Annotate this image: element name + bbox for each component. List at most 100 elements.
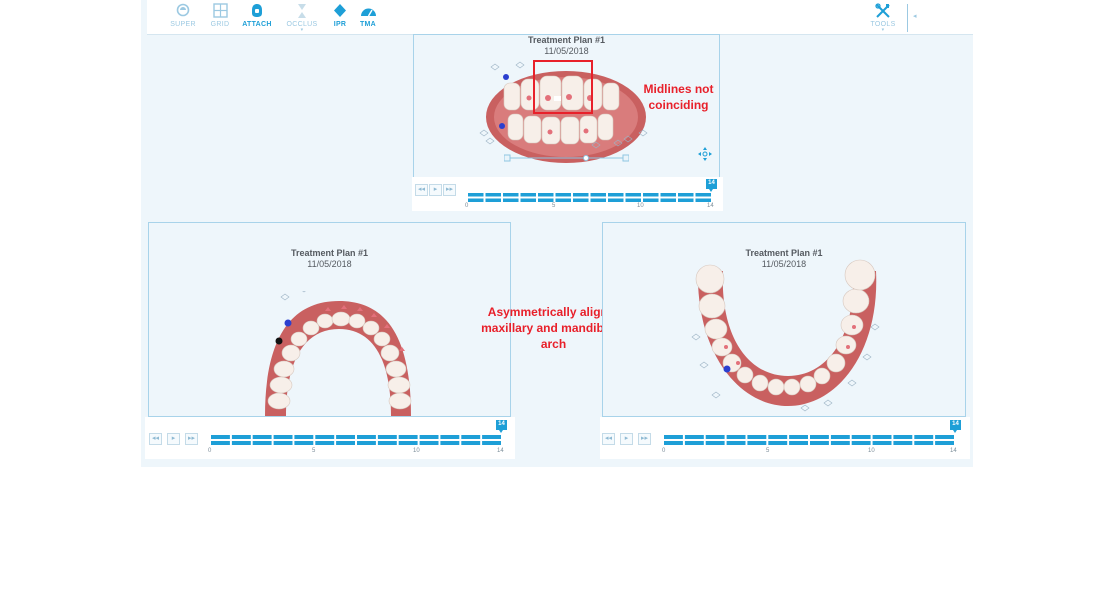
skip-back-icon[interactable]: ◂◂	[149, 433, 162, 445]
timeline-stage-segment[interactable]	[664, 435, 683, 439]
timeline-stage-segment[interactable]	[461, 441, 481, 445]
ipr-button[interactable]: IPR	[322, 3, 358, 28]
timeline-stage-segment[interactable]	[664, 441, 683, 445]
timeline-stage-segment[interactable]	[336, 435, 355, 439]
timeline-stage-segment[interactable]	[608, 193, 624, 197]
timeline-stage-segment[interactable]	[485, 193, 502, 197]
timeline-stage-segment[interactable]	[851, 435, 871, 439]
timeline-stage-segment[interactable]	[830, 441, 850, 445]
timeline-stage-segment[interactable]	[315, 441, 335, 445]
timeline-stage-segment[interactable]	[482, 441, 501, 445]
timeline-stage-segment[interactable]	[851, 441, 871, 445]
attach-button[interactable]: ATTACH	[239, 3, 275, 28]
timeline-stage-segment[interactable]	[503, 198, 519, 203]
timeline-stage-segment[interactable]	[747, 435, 767, 439]
timeline-stage-segment[interactable]	[398, 435, 418, 439]
timeline-stage-segment[interactable]	[440, 435, 460, 439]
timeline-stage-segment[interactable]	[935, 441, 954, 445]
timeline-stage-segment[interactable]	[211, 435, 230, 439]
timeline-stage-segment[interactable]	[893, 435, 913, 439]
timeline-stage-segment[interactable]	[660, 198, 677, 203]
timeline-stage-segment[interactable]	[747, 441, 767, 445]
timeline-stage-segment[interactable]	[555, 198, 572, 203]
tools-button[interactable]: TOOLS ▾	[865, 3, 901, 33]
timeline-stage-segment[interactable]	[678, 193, 694, 197]
timeline-stage-segment[interactable]	[357, 435, 376, 439]
timeline-stage-segment[interactable]	[872, 441, 892, 445]
timeline-stage-segment[interactable]	[726, 441, 746, 445]
upper-arch-model[interactable]	[259, 291, 414, 416]
timeline-stage-segment[interactable]	[684, 435, 704, 439]
timeline-stage-segment[interactable]	[830, 435, 850, 439]
skip-back-icon[interactable]: ◂◂	[415, 184, 428, 196]
timeline-stage-segment[interactable]	[503, 193, 519, 197]
lower-timeline[interactable]	[663, 435, 955, 445]
front-view-viewport[interactable]: Treatment Plan #1 11/05/2018	[413, 34, 720, 178]
timeline-stage-segment[interactable]	[468, 198, 484, 203]
timeline-stage-segment[interactable]	[273, 435, 293, 439]
skip-forward-icon[interactable]: ▸▸	[638, 433, 651, 445]
timeline-stage-segment[interactable]	[482, 435, 501, 439]
timeline-stage-segment[interactable]	[705, 435, 725, 439]
timeline-stage-segment[interactable]	[608, 198, 624, 203]
timeline-stage-segment[interactable]	[684, 441, 704, 445]
skip-forward-icon[interactable]: ▸▸	[443, 184, 456, 196]
timeline-stage-segment[interactable]	[468, 193, 484, 197]
rotation-slider[interactable]	[504, 153, 629, 163]
timeline-stage-segment[interactable]	[768, 435, 788, 439]
timeline-stage-segment[interactable]	[273, 441, 293, 445]
timeline-stage-segment[interactable]	[660, 193, 677, 197]
timeline-stage-segment[interactable]	[440, 441, 460, 445]
timeline-stage-segment[interactable]	[461, 435, 481, 439]
timeline-stage-segment[interactable]	[555, 193, 572, 197]
timeline-stage-segment[interactable]	[336, 441, 355, 445]
play-icon[interactable]: ▸	[429, 184, 442, 196]
timeline-stage-segment[interactable]	[789, 435, 808, 439]
timeline-stage-segment[interactable]	[294, 435, 314, 439]
timeline-stage-segment[interactable]	[377, 435, 397, 439]
skip-forward-icon[interactable]: ▸▸	[185, 433, 198, 445]
timeline-stage-segment[interactable]	[678, 198, 694, 203]
front-teeth-model[interactable]	[474, 57, 659, 172]
timeline-stage-segment[interactable]	[520, 193, 537, 197]
timeline-stage-segment[interactable]	[914, 435, 934, 439]
timeline-stage-segment[interactable]	[590, 193, 607, 197]
timeline-stage-segment[interactable]	[252, 441, 272, 445]
timeline-stage-segment[interactable]	[695, 193, 712, 197]
timeline-stage-segment[interactable]	[294, 441, 314, 445]
timeline-stage-segment[interactable]	[231, 435, 251, 439]
timeline-stage-segment[interactable]	[695, 198, 712, 203]
timeline-stage-segment[interactable]	[211, 441, 230, 445]
timeline-stage-segment[interactable]	[643, 198, 659, 203]
lower-arch-model[interactable]	[688, 251, 888, 416]
timeline-stage-segment[interactable]	[520, 198, 537, 203]
tma-button[interactable]: TMA	[350, 3, 386, 28]
timeline-stage-segment[interactable]	[377, 441, 397, 445]
skip-back-icon[interactable]: ◂◂	[602, 433, 615, 445]
timeline-stage-segment[interactable]	[538, 193, 554, 197]
timeline-stage-segment[interactable]	[419, 435, 439, 439]
front-timeline[interactable]	[467, 193, 712, 202]
timeline-stage-segment[interactable]	[810, 441, 829, 445]
timeline-stage-segment[interactable]	[625, 198, 642, 203]
timeline-stage-segment[interactable]	[485, 198, 502, 203]
timeline-stage-segment[interactable]	[252, 435, 272, 439]
timeline-stage-segment[interactable]	[768, 441, 788, 445]
timeline-stage-segment[interactable]	[573, 198, 589, 203]
timeline-stage-segment[interactable]	[231, 441, 251, 445]
timeline-stage-segment[interactable]	[398, 441, 418, 445]
timeline-stage-segment[interactable]	[538, 198, 554, 203]
timeline-stage-segment[interactable]	[914, 441, 934, 445]
collapse-arrow-icon[interactable]: ◂	[913, 13, 917, 20]
play-icon[interactable]: ▸	[620, 433, 633, 445]
pan-move-icon[interactable]	[697, 146, 713, 162]
lower-arch-viewport[interactable]: Treatment Plan #1 11/05/2018	[602, 222, 966, 417]
timeline-stage-segment[interactable]	[419, 441, 439, 445]
timeline-stage-segment[interactable]	[872, 435, 892, 439]
timeline-stage-segment[interactable]	[893, 441, 913, 445]
timeline-stage-segment[interactable]	[357, 441, 376, 445]
timeline-stage-segment[interactable]	[705, 441, 725, 445]
timeline-stage-segment[interactable]	[643, 193, 659, 197]
super-button[interactable]: SUPER	[165, 3, 201, 28]
timeline-stage-segment[interactable]	[810, 435, 829, 439]
